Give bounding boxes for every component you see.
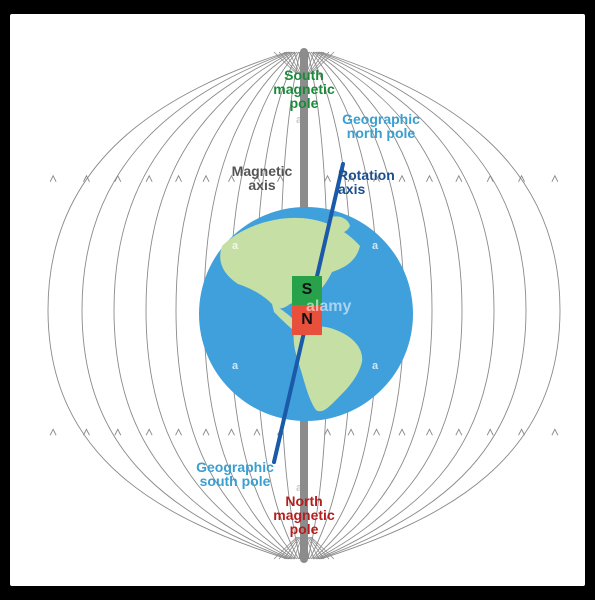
label-line: pole — [289, 521, 319, 537]
magnetic-axis-label: Magnetic axis — [222, 164, 302, 192]
label-line: axis — [338, 181, 366, 197]
pole-field-line — [288, 51, 301, 75]
geographic-south-pole-label: Geographic south pole — [180, 460, 290, 488]
field-arrow — [49, 428, 57, 436]
pole-field-line — [283, 536, 300, 560]
label-line: Rotation — [338, 167, 395, 183]
label-line: magnetic — [273, 81, 335, 97]
field-arrow — [253, 174, 261, 182]
central-america-shape — [272, 304, 299, 332]
magnet-north-block — [292, 305, 322, 335]
watermark-glyph: a — [372, 360, 379, 372]
field-arrow — [83, 428, 90, 436]
south-america-shape — [293, 326, 363, 412]
label-line: Magnetic — [231, 163, 293, 179]
field-arrow — [455, 428, 463, 436]
field-arrow — [175, 428, 182, 436]
rotation-axis-label: Rotation axis — [338, 168, 428, 196]
south-magnetic-pole-label: South magnetic pole — [254, 68, 354, 110]
magnet-south-letter: S — [301, 281, 313, 298]
magnet-south-block — [292, 276, 322, 305]
field-arrow — [145, 428, 153, 436]
field-arrow — [551, 428, 559, 436]
watermark-glyph: a — [372, 240, 379, 252]
label-line: Geographic — [196, 459, 274, 475]
geographic-north-pole-label: Geographic north pole — [326, 112, 436, 140]
diagram-panel: S N South magnetic pole Geographic north… — [10, 14, 585, 586]
label-line: pole — [289, 95, 319, 111]
watermark-glyph: a — [232, 240, 239, 252]
field-arrow — [373, 174, 380, 182]
pole-field-line — [273, 51, 298, 75]
pole-field-line — [309, 51, 330, 75]
label-line: North — [285, 493, 323, 509]
label-line: south pole — [199, 473, 271, 489]
field-line — [314, 51, 433, 560]
field-line — [47, 51, 288, 560]
field-arrow — [114, 428, 122, 436]
pole-field-line — [307, 51, 320, 75]
field-arrow — [347, 428, 355, 436]
label-line: axis — [248, 177, 276, 193]
pole-field-line — [273, 536, 298, 560]
pole-field-line — [310, 51, 335, 75]
field-arrow — [202, 174, 210, 182]
label-line: north pole — [346, 125, 416, 141]
pole-field-line — [308, 536, 325, 560]
field-line — [315, 51, 463, 560]
pole-field-line — [278, 536, 299, 560]
field-arrow — [253, 428, 261, 436]
field-arrow — [373, 428, 380, 436]
field-arrow — [455, 174, 463, 182]
label-line: South — [284, 67, 324, 83]
field-arrow — [398, 174, 406, 182]
field-arrow — [486, 428, 494, 436]
watermark-glyph: a — [296, 482, 303, 494]
pole-field-line — [309, 536, 330, 560]
field-line — [317, 51, 495, 560]
pole-field-line — [288, 536, 301, 560]
north-magnetic-pole-label: North magnetic pole — [254, 494, 354, 536]
field-line — [145, 51, 293, 560]
field-arrow — [347, 174, 355, 182]
field-line — [113, 51, 291, 560]
pole-field-line — [308, 51, 325, 75]
field-arrow — [324, 428, 331, 436]
field-line — [320, 51, 561, 560]
label-line: magnetic — [273, 507, 335, 523]
field-line — [319, 51, 527, 560]
field-arrow — [145, 174, 153, 182]
watermark-glyph: a — [232, 360, 239, 372]
pole-field-line — [278, 51, 299, 75]
field-line — [81, 51, 289, 560]
greenland-shape — [328, 216, 350, 234]
field-arrow — [518, 428, 525, 436]
field-arrow — [551, 174, 559, 182]
magnet-north-letter: N — [301, 311, 313, 328]
earth-magnetic-field-diagram — [47, 48, 561, 563]
field-arrow — [228, 428, 235, 436]
field-arrow — [175, 174, 182, 182]
field-arrow — [426, 428, 433, 436]
field-arrow — [228, 174, 235, 182]
field-arrow — [324, 174, 331, 182]
field-arrow — [277, 174, 284, 182]
label-line: Geographic — [342, 111, 420, 127]
field-arrow — [83, 174, 90, 182]
watermark-center-text: alamy — [306, 298, 352, 315]
field-arrow — [398, 428, 406, 436]
field-line — [175, 51, 294, 560]
pole-field-line — [310, 536, 335, 560]
pole-field-line — [283, 51, 300, 75]
pole-field-line — [307, 536, 320, 560]
field-arrow — [202, 428, 210, 436]
field-arrow — [426, 174, 433, 182]
field-arrow — [49, 174, 57, 182]
field-arrow — [518, 174, 525, 182]
watermark-glyph: a — [296, 114, 303, 126]
